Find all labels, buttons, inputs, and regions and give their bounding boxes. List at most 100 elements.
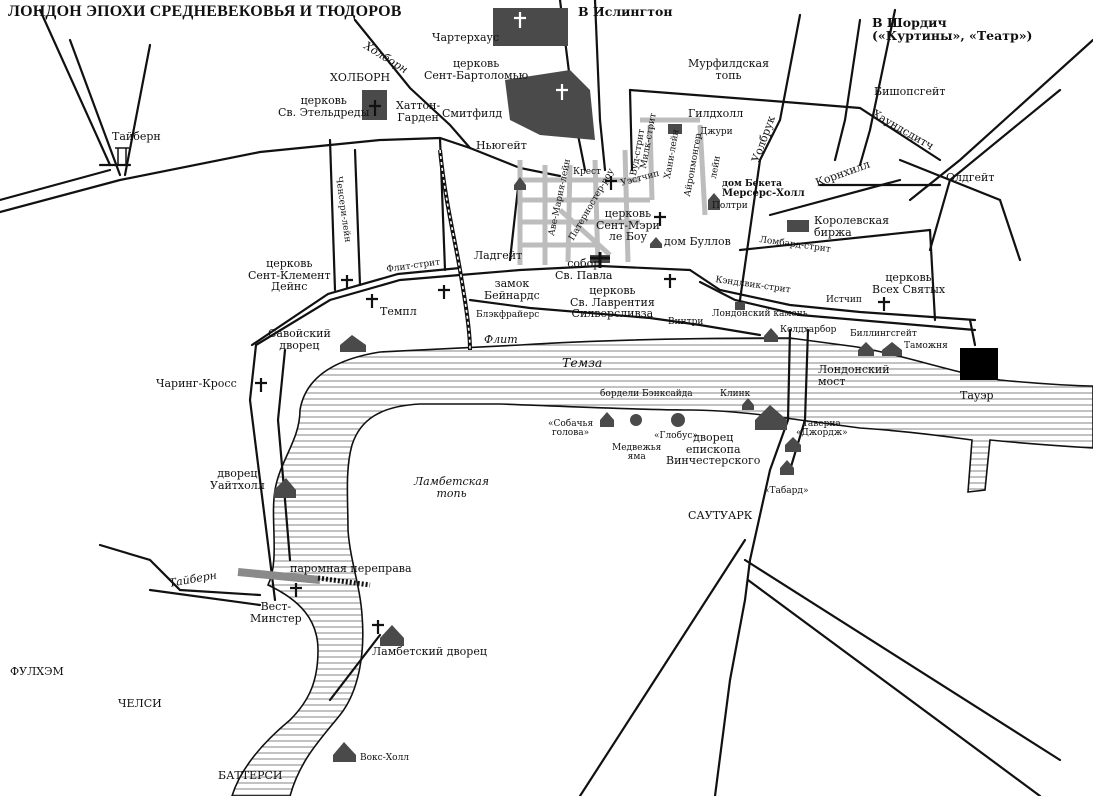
label-lambeth-marsh: Ламбетская топь bbox=[414, 475, 490, 500]
label-fulham: ФУЛХЭМ bbox=[10, 665, 64, 678]
london-bridge-road bbox=[713, 328, 792, 796]
label-aldgate: Олдгейт bbox=[946, 171, 995, 184]
cross-icon bbox=[290, 583, 302, 597]
label-battersea: БАТТЕРСИ bbox=[218, 769, 283, 782]
label-charterhouse: Чартерхаус bbox=[432, 31, 500, 44]
royal-exchange-building bbox=[787, 220, 809, 232]
bullen-building bbox=[650, 237, 662, 248]
label-st-pauls: собор Св. Павла bbox=[555, 257, 613, 282]
globe-marker bbox=[671, 413, 685, 427]
label-blackfriars: Блэкфрайерс bbox=[476, 310, 540, 320]
thames-body bbox=[231, 337, 1093, 796]
label-newgate: Ньюгейт bbox=[476, 139, 527, 152]
label-bishopsgate: Бишопсгейт bbox=[874, 85, 946, 98]
whitehall-building bbox=[274, 478, 296, 498]
ferry-crossing bbox=[237, 568, 321, 584]
guildhall-building bbox=[668, 124, 682, 134]
label-fleet: Флит bbox=[484, 333, 518, 346]
cross-icon bbox=[341, 275, 353, 289]
cross-icon bbox=[255, 378, 267, 392]
church-crosses bbox=[255, 12, 890, 634]
vauxhall-building bbox=[333, 742, 356, 762]
cross-icon bbox=[366, 294, 378, 308]
cross-icon bbox=[514, 12, 526, 28]
buildings bbox=[274, 8, 998, 762]
label-coldharbour: Колдхарбор bbox=[780, 325, 837, 335]
label-tower: Тауэр bbox=[960, 389, 994, 402]
billingsgate-building bbox=[858, 342, 874, 356]
label-all-hallows: церковь Всех Святых bbox=[872, 271, 946, 296]
george-building bbox=[785, 437, 801, 452]
label-smithfield: Смитфилд bbox=[442, 107, 503, 120]
map-title: ЛОНДОН ЭПОХИ СРЕДНЕВЕКОВЬЯ И ТЮДОРОВ bbox=[8, 3, 402, 20]
charterhouse-building bbox=[493, 8, 568, 46]
cross-icon bbox=[654, 212, 666, 226]
label-royal-exchange: Королевская биржа bbox=[814, 214, 890, 239]
bear-pit-marker bbox=[630, 414, 642, 426]
coldharbour-building bbox=[764, 328, 778, 342]
label-whitehall: дворец Уайтхолл bbox=[210, 467, 265, 492]
label-becket-house: дом Бекета Мерсерс-Холл bbox=[722, 179, 805, 200]
label-ferry: паромная переправа bbox=[290, 562, 412, 575]
cross-icon bbox=[605, 176, 617, 190]
cross-icon bbox=[664, 274, 676, 288]
cross-icon bbox=[369, 100, 381, 116]
gallows-icon bbox=[115, 147, 129, 165]
label-savoy: Савойский дворец bbox=[268, 327, 331, 352]
label-london-bridge: Лондонский мост bbox=[818, 363, 890, 388]
label-cross: Крест bbox=[573, 167, 602, 177]
label-vintry: Винтри bbox=[668, 317, 704, 327]
label-st-mary-le-bow: церковь Сент-Мэри ле Боу bbox=[596, 207, 660, 244]
label-guildhall: Гилдхолл bbox=[688, 107, 744, 120]
label-ludgate: Ладгейт bbox=[474, 249, 523, 262]
label-dog-head: «Собачья голова» bbox=[548, 419, 594, 439]
tower-building bbox=[960, 348, 998, 380]
label-southwark: САУТУАРК bbox=[688, 509, 753, 522]
cross-icon bbox=[438, 285, 450, 299]
winchester-building bbox=[755, 405, 787, 430]
label-to-shoreditch: В Шордич («Куртины», «Театр») bbox=[872, 15, 1033, 44]
label-winchester-palace: дворец епископа Винчестерского bbox=[666, 431, 761, 468]
label-st-clement-danes: церковь Сент-Клемент Дейнс bbox=[248, 257, 331, 294]
label-vauxhall: Вокс-Холл bbox=[360, 753, 409, 763]
st-bartholomew-building bbox=[505, 70, 595, 140]
label-thames: Темза bbox=[562, 355, 603, 370]
label-eastcheap: Истчип bbox=[826, 295, 862, 305]
label-bear-pit: Медвежья яма bbox=[612, 443, 662, 463]
label-temple: Темпл bbox=[380, 305, 417, 318]
label-globe: «Глобус» bbox=[654, 431, 698, 441]
label-bullen-house: дом Буллов bbox=[664, 235, 731, 248]
label-st-etheldreda: церковь Св. Этельдреды bbox=[278, 94, 370, 119]
label-to-islington: В Ислингтон bbox=[578, 4, 673, 19]
tabard-building bbox=[780, 460, 794, 475]
cross-icon bbox=[372, 620, 384, 634]
label-clink: Клинк bbox=[720, 389, 751, 399]
label-tyburn-gallows: Тайберн bbox=[112, 130, 161, 143]
label-jewry: Джури bbox=[700, 127, 733, 137]
label-billingsgate: Биллингсгейт bbox=[850, 329, 917, 339]
label-tabard: «Табард» bbox=[764, 486, 809, 496]
label-charing-cross: Чаринг-Кросс bbox=[156, 377, 237, 390]
label-baynards-castle: замок Бейнардс bbox=[484, 277, 540, 302]
cross-icon bbox=[590, 252, 610, 268]
customs-building bbox=[882, 342, 902, 356]
label-holborn-district: ХОЛБОРН bbox=[330, 71, 391, 84]
label-westminster: Вест- Минстер bbox=[250, 600, 302, 625]
label-bankside-brothels: бордели Бэнксайда bbox=[600, 389, 693, 399]
thames-river bbox=[231, 337, 1093, 796]
label-london-stone: Лондонский камень bbox=[712, 309, 808, 319]
road-tyburn-newgate bbox=[0, 136, 562, 214]
dog-head-building bbox=[600, 412, 614, 427]
label-st-bartholomew: церковь Сент-Бартоломью bbox=[424, 57, 529, 82]
lambeth-palace-building bbox=[380, 625, 404, 646]
label-george-inn: таверна «Джордж» bbox=[796, 419, 848, 439]
cross-icon bbox=[878, 297, 890, 311]
label-lambeth-palace: Ламбетский дворец bbox=[372, 645, 487, 658]
london-stone-building bbox=[735, 302, 745, 310]
savoy-building bbox=[340, 335, 366, 352]
label-moorfields: Мурфилдская топь bbox=[688, 57, 770, 82]
label-customs: Таможня bbox=[904, 341, 948, 351]
